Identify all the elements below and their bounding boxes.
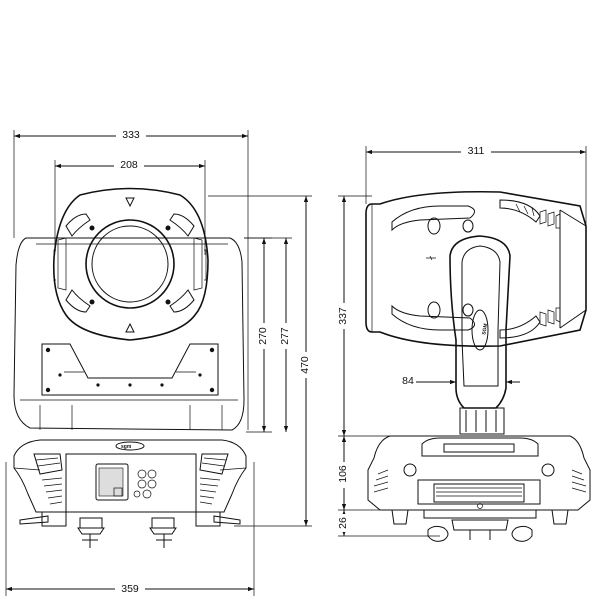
- right-vents: [199, 453, 229, 505]
- front-base: sgm: [13, 439, 247, 548]
- svg-text:SGM: SGM: [481, 323, 489, 335]
- front-clamps: [19, 511, 241, 548]
- dim-lens-width: 208: [120, 159, 138, 171]
- dim-side-width: 311: [468, 145, 485, 157]
- front-view: sgm: [13, 187, 247, 548]
- dim-total-height: 470: [299, 356, 311, 374]
- side-base: [367, 435, 591, 542]
- dim-base-width: 359: [121, 583, 139, 595]
- control-buttons: [133, 469, 157, 499]
- dimension-lines: [5, 130, 587, 596]
- front-yoke: [13, 237, 245, 431]
- dim-front-width: 333: [122, 129, 140, 141]
- dim-base-height: 106: [337, 465, 349, 483]
- side-arm: SGM: [449, 235, 511, 435]
- side-view: SGM: [365, 190, 591, 542]
- dim-arm-width: 84: [402, 375, 414, 387]
- dim-foot-height: 26: [337, 517, 349, 529]
- left-vents: [33, 453, 63, 505]
- dim-height-277: 277: [279, 327, 291, 345]
- dim-height-270: 270: [257, 327, 269, 345]
- dim-side-height: 337: [337, 307, 349, 325]
- dimension-labels: 333 208 311 270 277 470 337 84 106 26 35…: [114, 128, 491, 595]
- front-head: [52, 187, 209, 341]
- side-head: [365, 190, 587, 348]
- svg-text:sgm: sgm: [121, 444, 132, 450]
